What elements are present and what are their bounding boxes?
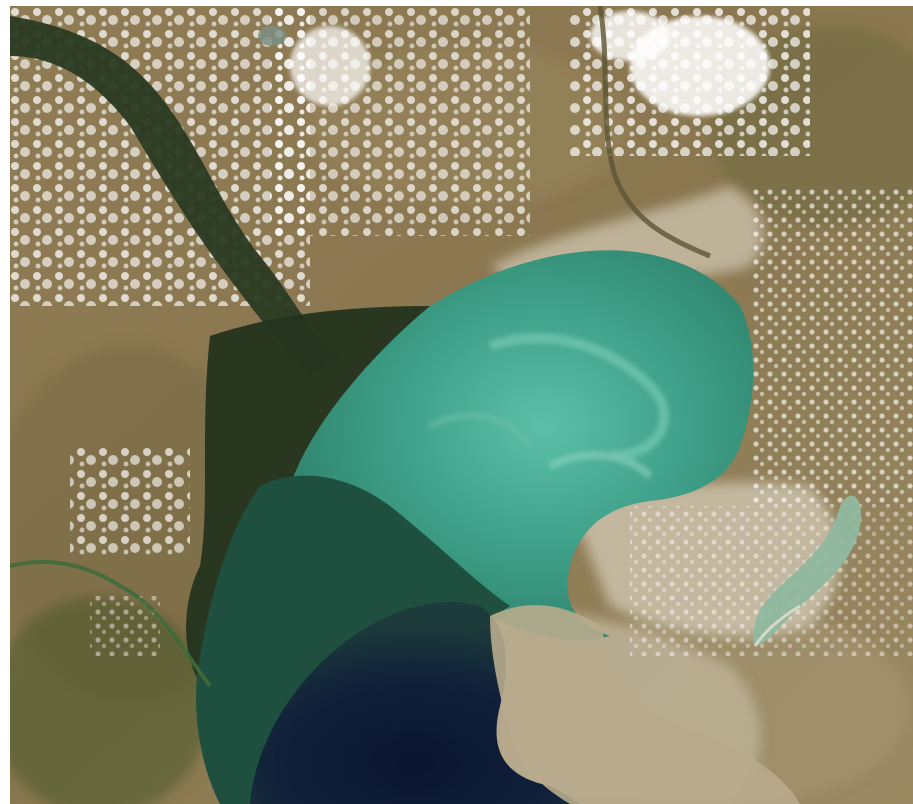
north-river	[597, 6, 711, 259]
small-lake	[258, 26, 286, 46]
satellite-scene	[10, 6, 913, 804]
dense-clouds	[290, 11, 770, 116]
west-river	[10, 560, 212, 688]
sediment-swirls	[428, 333, 670, 479]
peninsula	[490, 605, 800, 804]
lagoon	[753, 495, 861, 646]
river-valley	[10, 16, 340, 376]
lagoon-rim	[753, 604, 801, 647]
satellite-image	[10, 6, 913, 804]
